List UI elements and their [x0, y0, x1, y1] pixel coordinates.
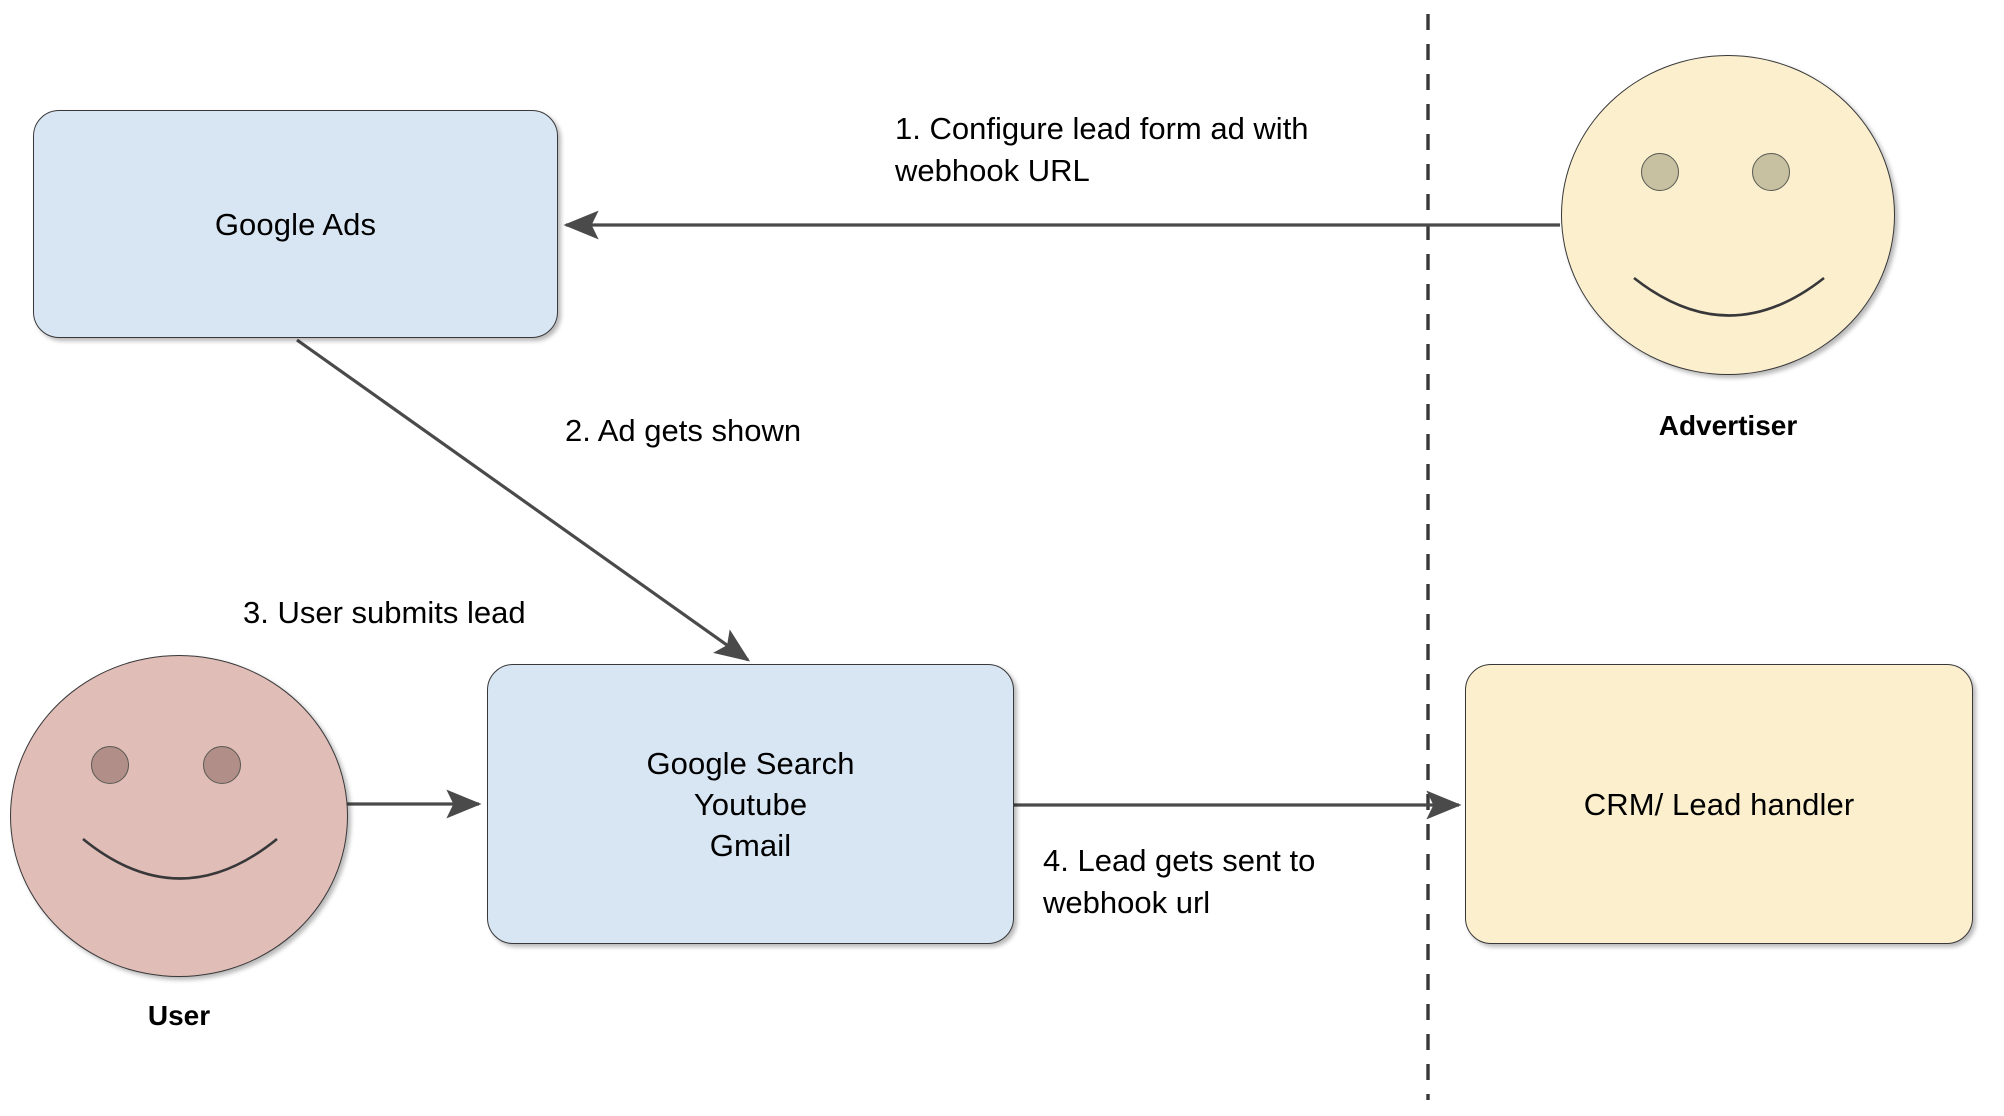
advertiser-right-eye-icon	[1752, 153, 1790, 191]
node-crm-lead-handler-label: CRM/ Lead handler	[1583, 786, 1855, 822]
advertiser-caption: Advertiser	[1658, 410, 1798, 441]
edge-label-step-4: 4. Lead gets sent to webhook url	[1043, 843, 1316, 920]
user-caption: User	[147, 1000, 211, 1031]
user-left-eye-icon	[91, 746, 129, 784]
node-google-ads-label: Google Ads	[214, 206, 377, 242]
node-user-smiley-icon[interactable]	[10, 655, 348, 977]
edge-label-step-1: 1. Configure lead form ad with webhook U…	[895, 111, 1309, 188]
node-google-surfaces-label: Google Search Youtube Gmail	[646, 745, 855, 863]
node-google-ads[interactable]: Google Ads	[33, 110, 558, 338]
edge-label-step-2: 2. Ad gets shown	[565, 413, 802, 448]
edge-label-step-3: 3. User submits lead	[243, 595, 526, 630]
user-right-eye-icon	[203, 746, 241, 784]
node-google-surfaces[interactable]: Google Search Youtube Gmail	[487, 664, 1014, 944]
node-advertiser-smiley-icon[interactable]	[1561, 55, 1895, 375]
advertiser-left-eye-icon	[1641, 153, 1679, 191]
advertiser-smile-icon	[1633, 276, 1825, 317]
node-crm-lead-handler[interactable]: CRM/ Lead handler	[1465, 664, 1973, 944]
user-smile-icon	[82, 837, 278, 880]
